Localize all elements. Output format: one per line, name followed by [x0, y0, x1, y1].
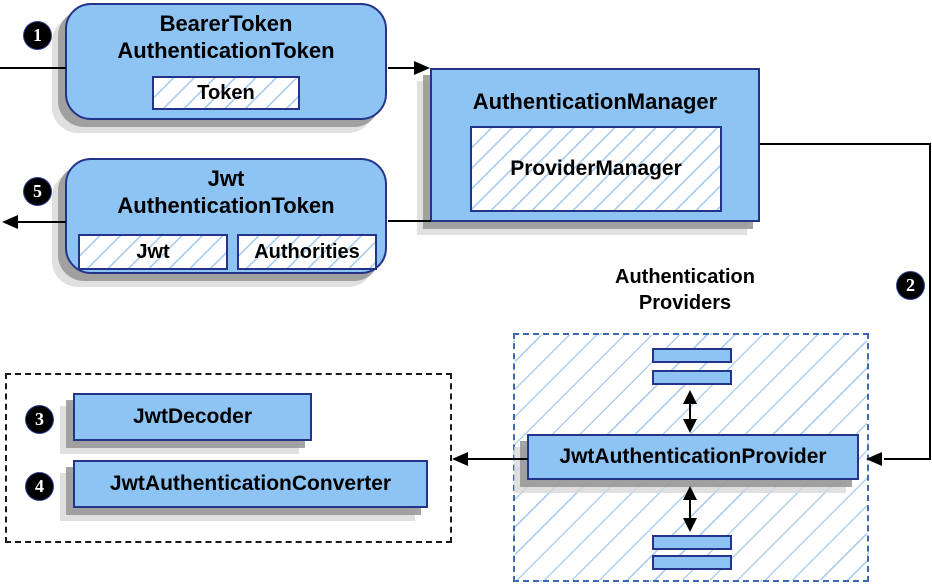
authentication-providers-label-line1: Authentication: [615, 266, 755, 288]
authentication-manager-box: AuthenticationManager ProviderManager: [430, 68, 760, 222]
provider-placeholder-rect-2: [652, 370, 732, 385]
step-2-badge: 2: [897, 272, 924, 299]
jwt-token-box-title-line1: Jwt: [207, 166, 245, 191]
step-5-badge: 5: [24, 178, 51, 205]
step-3-badge: 3: [26, 406, 53, 433]
bearer-token-box-title-line2: AuthenticationToken: [117, 38, 335, 63]
bearer-token-authentication-token-box: BearerToken AuthenticationToken Token: [65, 3, 387, 120]
bearer-token-box-title-line1: BearerToken: [159, 11, 293, 36]
arrowhead-outgoing-left: [2, 215, 18, 229]
authorities-field: Authorities: [237, 234, 377, 270]
jwt-decoder-label: JwtDecoder: [132, 405, 253, 428]
provider-placeholder-rect-3: [652, 535, 732, 550]
arrowhead-into-components-box: [452, 452, 468, 466]
provider-placeholder-rect-4: [652, 555, 732, 570]
step-1-badge: 1: [24, 22, 51, 49]
jwt-authentication-converter-label: JwtAuthenticationConverter: [109, 472, 392, 495]
jwt-authentication-converter-box: JwtAuthenticationConverter: [73, 460, 428, 508]
provider-manager-field: ProviderManager: [470, 126, 722, 212]
token-field: Token: [152, 76, 300, 110]
arrowhead-into-manager: [414, 61, 430, 75]
authentication-manager-title: AuthenticationManager: [472, 89, 718, 114]
jwt-authentication-provider-label: JwtAuthenticationProvider: [559, 445, 827, 468]
jwt-decoder-box: JwtDecoder: [73, 393, 312, 441]
step-4-badge: 4: [26, 473, 53, 500]
authentication-providers-label-line2: Providers: [638, 292, 732, 314]
jwt-token-box-title-line2: AuthenticationToken: [117, 193, 335, 218]
authentication-providers-label: Authentication Providers: [595, 264, 775, 316]
jwt-authentication-provider-box: JwtAuthenticationProvider: [527, 434, 859, 480]
provider-placeholder-rect-1: [652, 348, 732, 363]
jwt-authentication-token-box: Jwt AuthenticationToken Jwt Authorities: [65, 158, 387, 274]
jwt-field: Jwt: [78, 234, 228, 270]
